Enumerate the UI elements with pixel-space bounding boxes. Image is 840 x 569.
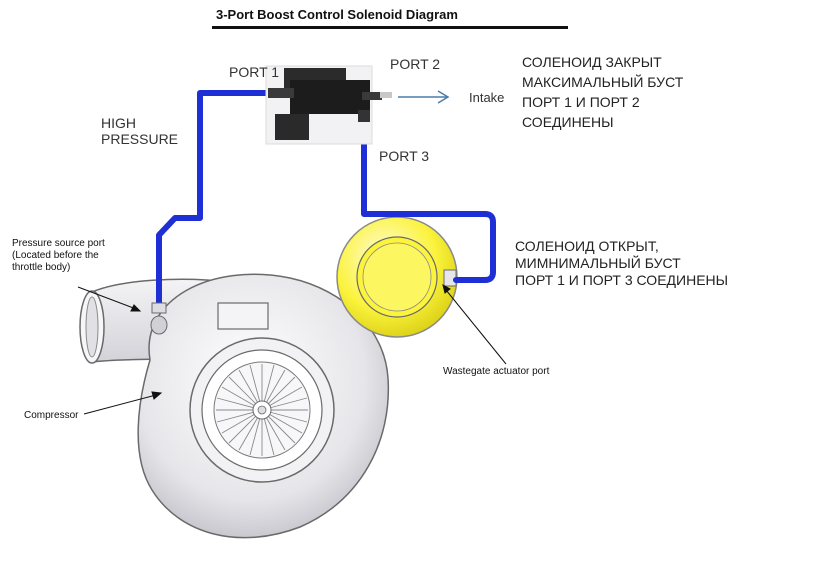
intake-label: Intake <box>469 90 505 105</box>
diagram-title: 3-Port Boost Control Solenoid Diagram <box>216 7 458 22</box>
title-underline <box>212 26 568 29</box>
note-closed-line2: МАКСИМАЛЬНЫЙ БУСТ <box>522 74 684 90</box>
port-1-label: PORT 1 <box>229 64 280 80</box>
high-pressure-label-line1: HIGH <box>101 115 136 131</box>
vacuum-hoses <box>156 90 496 308</box>
wastegate-actuator <box>336 216 458 338</box>
pressure-source-label-line3: throttle body) <box>12 262 71 273</box>
note-closed-line1: СОЛЕНОИД ЗАКРЫТ <box>522 54 662 70</box>
pressure-source-label-line1: Pressure source port <box>12 238 105 249</box>
high-pressure-label-line2: PRESSURE <box>101 131 179 147</box>
solenoid-valve <box>265 65 392 145</box>
hose-port3 <box>361 115 496 283</box>
wastegate-port-label: Wastegate actuator port <box>443 366 550 377</box>
note-closed-line3: ПОРТ 1 И ПОРТ 2 <box>522 94 640 110</box>
compressor-label: Compressor <box>24 410 79 421</box>
note-open-line2: МИМНИМАЛЬНЫЙ БУСТ <box>515 255 681 271</box>
compressor-housing <box>79 273 390 539</box>
intake-arrow <box>398 90 450 104</box>
pressure-source-port <box>151 302 167 314</box>
note-open-line1: СОЛЕНОИД ОТКРЫТ, <box>515 238 659 254</box>
leader-lines <box>77 283 507 415</box>
port-2-label: PORT 2 <box>390 56 441 72</box>
hose-port1 <box>156 90 273 308</box>
note-open-line3: ПОРТ 1 И ПОРТ 3 СОЕДИНЕНЫ <box>515 272 729 288</box>
note-closed-line4: СОЕДИНЕНЫ <box>522 114 614 130</box>
pressure-source-label-line2: (Located before the <box>12 250 99 261</box>
port-3-label: PORT 3 <box>379 148 430 164</box>
